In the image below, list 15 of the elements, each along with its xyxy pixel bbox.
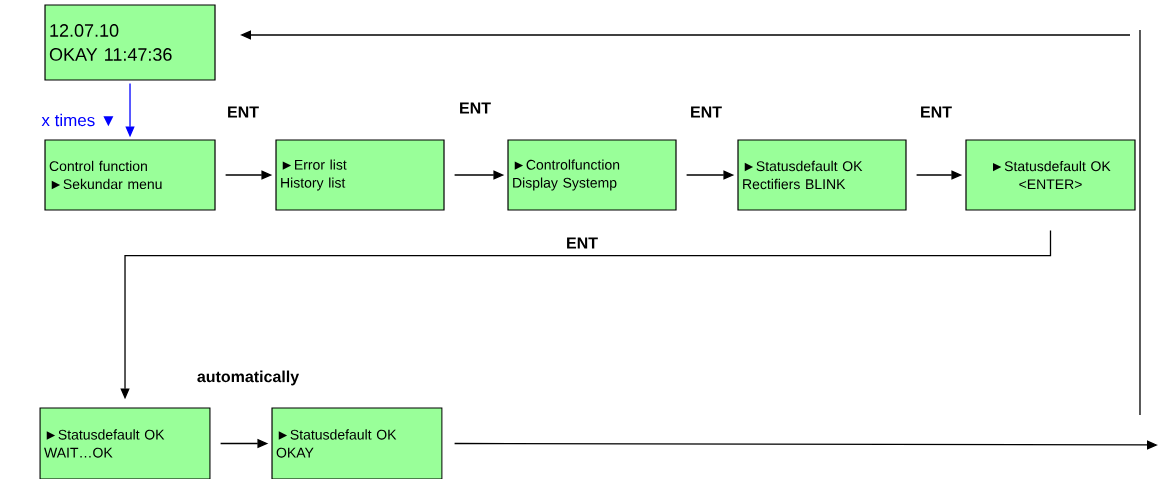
edge-label: ENT (919, 105, 953, 119)
display-box: ►Statusdefault OK <ENTER> (965, 139, 1136, 211)
display-box: ►Statusdefault OK WAIT…OK (39, 407, 211, 479)
display-box: ►Error list History list (275, 139, 445, 211)
edge-label: automatically (195, 369, 301, 387)
display-box: 12.07.10 OKAY 11:47:36 (44, 4, 216, 81)
display-box: Control function ►Sekundar menu (44, 139, 216, 211)
display-box: ►Statusdefault OK Rectifiers BLINK (737, 139, 907, 211)
edge-label: ENT (226, 105, 260, 119)
display-box: ►Controlfunction Display Systemp (507, 139, 677, 211)
edge-label: ENT (689, 105, 723, 119)
display-box: ►Statusdefault OK OKAY (271, 407, 443, 479)
edge-label: x times ▼ (40, 112, 118, 128)
edge-label: ENT (565, 236, 599, 250)
edge-label: ENT (458, 101, 492, 115)
